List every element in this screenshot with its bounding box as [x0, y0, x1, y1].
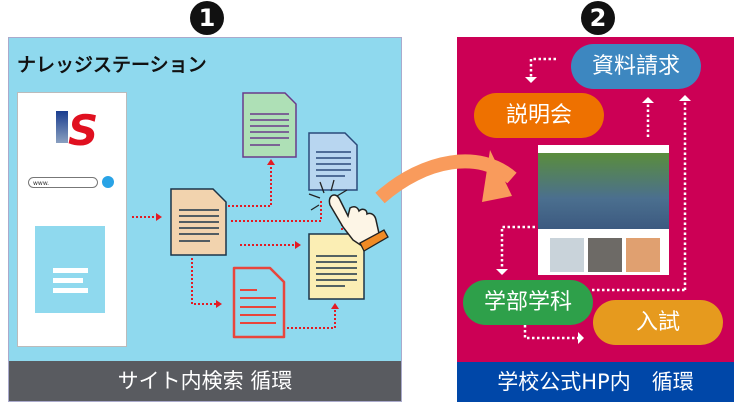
pill-faculty: 学部学科 [463, 280, 593, 325]
school-hp-panel: 資料請求 説明会 学部学科 入試 学校公式HP内 循環 [457, 37, 734, 402]
document-tan-icon [170, 188, 227, 256]
panel-title: ナレッジステーション [17, 54, 207, 76]
document-yellow-icon [308, 233, 365, 300]
search-button[interactable] [102, 176, 114, 188]
step-2-badge: 2 [581, 1, 615, 35]
transition-arrow [375, 154, 517, 204]
right-footer: 学校公式HP内 循環 [457, 362, 734, 402]
pointing-hand-icon [308, 179, 389, 252]
transition-arrow-head [482, 150, 512, 202]
document-blue-icon [308, 132, 358, 191]
pill-exam: 入試 [593, 300, 723, 345]
left-footer: サイト内検索 循環 [9, 361, 401, 401]
pill-briefing: 説明会 [474, 93, 604, 138]
document-red-icon [232, 266, 286, 339]
document-icon [35, 226, 105, 313]
search-page-mock: S www. [17, 92, 127, 347]
site-search-panel: ナレッジステーション S www. サイト内検索 循環 [8, 37, 402, 402]
step-1-badge: 1 [190, 1, 224, 35]
hp-flow-arrows [500, 57, 687, 340]
pill-request: 資料請求 [571, 44, 701, 89]
logo-icon [56, 111, 68, 143]
document-green-icon [242, 92, 297, 158]
search-flow-arrows [132, 164, 343, 329]
search-input[interactable]: www. [28, 177, 98, 188]
logo-s-icon: S [68, 106, 99, 155]
homepage-screenshot [538, 145, 669, 275]
